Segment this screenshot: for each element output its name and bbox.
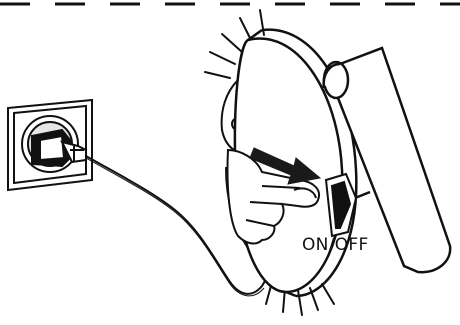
switch-label: ON/OFF: [302, 235, 369, 255]
